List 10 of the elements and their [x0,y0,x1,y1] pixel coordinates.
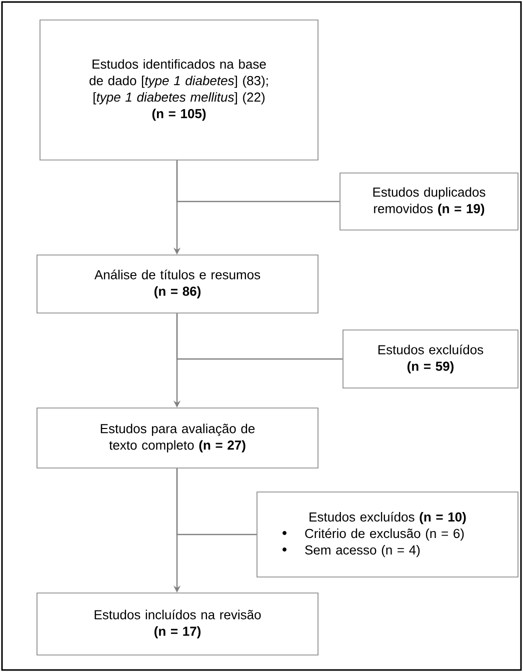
connector-line [176,313,343,360]
process-box: Estudos excluídos (n = 10) Critério de exclusão (n = 6) Sem acesso (n = 4) [256,492,518,578]
process-box: Estudos excluídos (n = 59) [342,330,518,388]
process-box: Estudos identificados na base de dado [type 1 diabetes] (83); [type 1 diabetes mellitus] (22) (n = 105) [40,20,318,160]
process-box: Estudos duplicados removidos (n = 19) [340,172,518,230]
connector-line [176,160,340,202]
process-box: Estudos para avaliação de texto completo (n = 27) [36,408,318,468]
process-box: Estudos incluídos na revisão (n = 17) [36,592,318,656]
process-box: Análise de títulos e resumos (n = 86) [36,254,318,314]
connector-line [176,468,257,536]
